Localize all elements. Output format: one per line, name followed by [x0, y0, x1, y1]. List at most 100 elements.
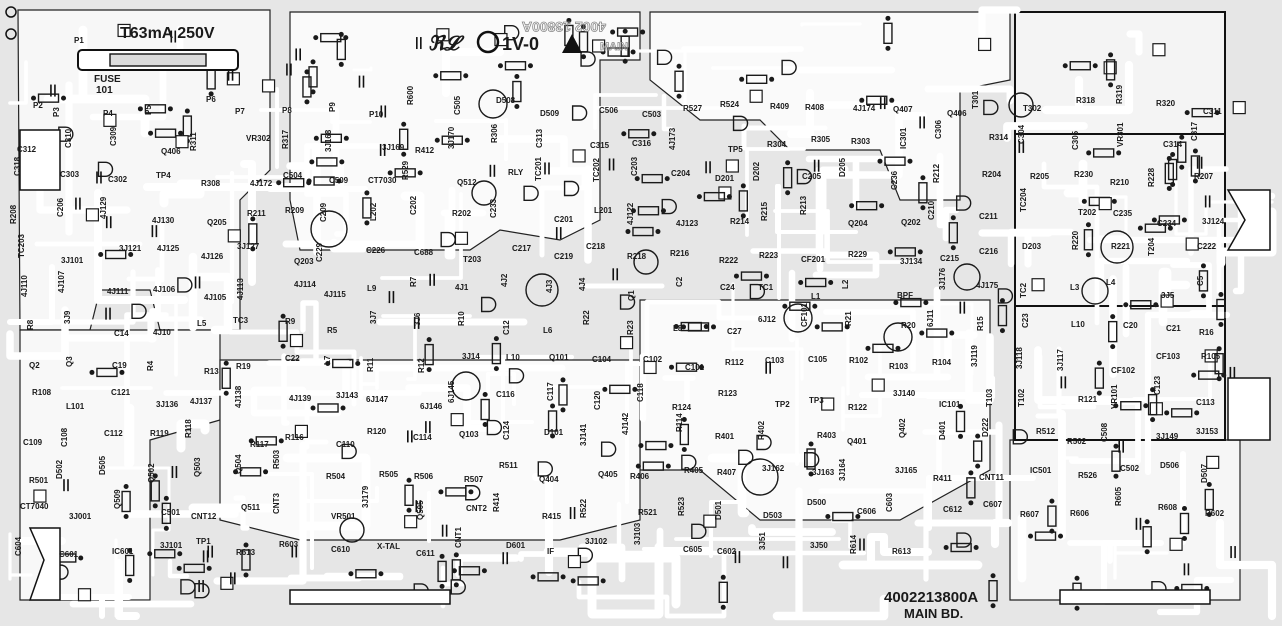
trace	[731, 282, 804, 381]
ref-designator: IC501	[1030, 466, 1052, 475]
ref-designator: C606	[857, 507, 877, 516]
ref-designator: 3J121	[119, 244, 142, 253]
ref-designator: R16	[1199, 328, 1214, 337]
resistor-outline	[578, 24, 589, 60]
ref-designator: C112	[104, 429, 123, 438]
ref-designator: 4J3	[545, 279, 554, 293]
ref-designator: C310	[64, 128, 73, 148]
capacitor-outline	[415, 500, 422, 513]
trace	[434, 118, 508, 161]
ref-designator: D401	[938, 420, 947, 440]
fuse-rating: T63mA 250V	[120, 25, 215, 42]
solder-pad	[1232, 100, 1246, 115]
trace	[924, 85, 1014, 105]
solder-pad	[436, 28, 450, 42]
transistor-outline	[131, 303, 147, 319]
capacitor-outline	[105, 307, 111, 320]
ref-designator: R414	[492, 492, 501, 512]
resistor-outline	[893, 297, 929, 308]
ref-designator: 4J10	[153, 328, 171, 337]
resistor-outline	[1028, 531, 1064, 541]
solder-pad	[1160, 294, 1174, 308]
ref-designator: R314	[989, 133, 1009, 142]
resistor-outline	[825, 511, 861, 522]
ref-designator: D502	[55, 459, 64, 479]
ref-designator: R305	[811, 135, 831, 144]
trace	[707, 453, 820, 518]
transistor-outline	[58, 126, 74, 142]
resistor-outline	[221, 360, 231, 396]
resistor-outline	[150, 473, 160, 509]
ref-designator: T202	[1078, 208, 1097, 217]
capacitor-outline	[151, 225, 158, 238]
trace	[464, 371, 535, 425]
ref-designator: C22	[285, 354, 300, 363]
ref-designator: Q406	[161, 147, 181, 156]
ref-designator: TP4	[156, 171, 171, 180]
ref-designator: L8	[673, 324, 683, 333]
ref-designator: R608	[1158, 503, 1178, 512]
trace	[8, 60, 28, 105]
ref-designator: R320	[1156, 99, 1176, 108]
ref-designator: C303	[60, 170, 80, 179]
connector-cnt1	[1059, 589, 1211, 605]
ref-designator: C313	[535, 128, 544, 148]
resistor-outline	[738, 183, 749, 219]
resistor-outline	[988, 573, 998, 609]
resistor-outline	[302, 69, 312, 105]
ref-designator: R503	[272, 449, 281, 469]
ref-designator: R412	[415, 146, 435, 155]
resistor-outline	[883, 15, 893, 51]
ref-designator: 3J140	[893, 389, 916, 398]
ref-designator: C216	[979, 247, 999, 256]
ref-designator: L202	[369, 202, 378, 221]
ref-designator: C304	[1017, 124, 1026, 144]
ref-designator: L10	[1071, 320, 1085, 329]
resistor-outline	[176, 563, 212, 574]
ref-designator: C104	[592, 355, 612, 364]
transistor-outline	[440, 231, 456, 248]
ref-designator: C217	[512, 244, 532, 253]
svg-text:MAIN: MAIN	[600, 41, 628, 53]
resistor-outline	[433, 71, 469, 81]
solder-pad	[227, 229, 241, 243]
solder-pad	[567, 554, 582, 569]
coil-outline	[471, 180, 497, 206]
resistor-outline	[31, 93, 67, 103]
ref-designator: C215	[940, 254, 960, 263]
resistor-outline	[859, 95, 895, 106]
resistor-outline	[1086, 148, 1122, 158]
ref-designator: Q502	[147, 463, 156, 483]
resistor-outline	[98, 249, 134, 260]
ref-designator: VR301	[1116, 122, 1125, 147]
ref-designator: C109	[23, 438, 43, 447]
resistor-outline	[625, 226, 661, 237]
ref-designator: C14	[114, 329, 129, 338]
capacitor-outline	[291, 545, 298, 558]
ref-designator: R512	[1036, 427, 1056, 436]
ref-designator: C203	[630, 156, 639, 176]
ref-designator: 4J122	[626, 202, 635, 225]
trace	[441, 47, 505, 98]
ref-designator: D506	[1160, 461, 1180, 470]
trace	[233, 495, 250, 531]
trace	[587, 542, 681, 619]
resistor-outline	[1216, 292, 1226, 328]
ref-designator: T301	[971, 90, 980, 109]
ref-designator: C5	[1196, 275, 1205, 286]
coil-outline	[1008, 92, 1034, 118]
resistor-outline	[669, 362, 705, 372]
ref-designator: R22	[582, 310, 591, 325]
ref-designator: Q103	[459, 430, 479, 439]
ref-designator: R602	[1205, 509, 1225, 518]
ref-designator: C605	[683, 545, 703, 554]
ref-designator: R223	[759, 251, 779, 260]
solder-pad	[226, 72, 240, 86]
resistor-outline	[849, 200, 885, 211]
ref-designator: 3J102	[585, 537, 608, 546]
ref-designator: R311	[189, 132, 198, 151]
capacitor-outline	[202, 550, 209, 563]
ref-designator: 3J136	[156, 400, 179, 409]
ref-designator: P3	[52, 107, 61, 117]
resistor-outline	[570, 576, 606, 586]
